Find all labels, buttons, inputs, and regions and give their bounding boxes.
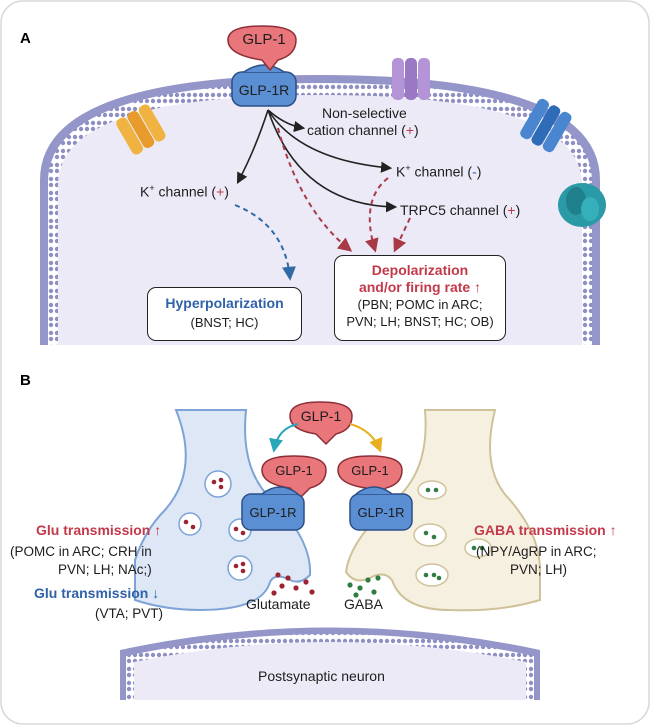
k-channel-plus-label: K+ channel (+) xyxy=(140,183,229,200)
hyperpolarization-regions: (BNST; HC) xyxy=(190,315,259,330)
glp1r-label-right: GLP-1R xyxy=(357,505,405,520)
hyperpolarization-title: Hyperpolarization xyxy=(165,295,284,311)
postsynaptic-membrane xyxy=(120,627,540,700)
depolarization-title-1: Depolarization xyxy=(371,262,469,278)
glp1-ligand-left xyxy=(261,455,327,500)
glu-down-line1: (VTA; PVT) xyxy=(95,606,164,621)
depolarization-arrows xyxy=(277,127,411,253)
glp1r-label-a: GLP-1R xyxy=(238,82,290,98)
trpc5-channel-label: TRPC5 channel (+) xyxy=(400,202,521,218)
glp1r-receptor-left xyxy=(241,486,305,531)
orange-ion-channel xyxy=(116,104,166,155)
hyperpolarization-arrow xyxy=(234,204,296,281)
depolarization-regions-1: (PBN; POMC in ARC; xyxy=(357,297,483,312)
depolarization-title-2: and/or firing rate ↑ xyxy=(358,279,482,295)
glp1-label-a: GLP-1 xyxy=(242,31,286,48)
glp1-ligand-right xyxy=(337,455,403,500)
panel-a-label: A xyxy=(20,30,31,47)
glu-up-line1: (POMC in ARC; CRH in xyxy=(10,544,152,559)
glp1r-receptor-a xyxy=(231,64,297,107)
hyperpolarization-box: Hyperpolarization (BNST; HC) xyxy=(147,287,302,341)
k-channel-minus-label: K+ channel (-) xyxy=(396,163,482,180)
released-gaba xyxy=(347,575,381,598)
glu-down-title: Glu transmission ↓ xyxy=(34,585,160,601)
gaba-up-line1: (NPY/AgRP in ARC; xyxy=(476,544,597,559)
panel-b-label: B xyxy=(20,372,31,389)
postsynaptic-label: Postsynaptic neuron xyxy=(258,668,385,684)
gaba-up-line2: PVN; LH) xyxy=(510,562,568,577)
depolarization-regions-2: PVN; LH; BNST; HC; OB) xyxy=(346,314,494,329)
purple-ion-channel xyxy=(392,58,430,100)
trpc5-channel-icon xyxy=(558,183,606,227)
glutamate-molecules-in-vesicles xyxy=(183,477,246,574)
depolarization-box: Depolarization and/or firing rate ↑ (PBN… xyxy=(334,255,506,341)
released-glutamate xyxy=(271,572,315,596)
signal-arrows xyxy=(236,109,398,213)
glp1-label-right: GLP-1 xyxy=(351,463,389,478)
blue-ion-channel xyxy=(520,98,572,153)
glp1r-label-left: GLP-1R xyxy=(249,505,297,520)
glp1-ligand-a xyxy=(227,25,297,72)
glp1r-receptor-right xyxy=(349,486,413,531)
glp1-label-left: GLP-1 xyxy=(275,463,313,478)
glu-up-line2: PVN; LH; NAc;) xyxy=(58,562,152,577)
glp1-label-center: GLP-1 xyxy=(300,408,342,424)
glu-up-title: Glu transmission ↑ xyxy=(36,522,162,538)
gaba-molecules-in-vesicles xyxy=(423,487,485,581)
gaba-up-title: GABA transmission ↑ xyxy=(474,522,617,538)
gaba-label: GABA xyxy=(344,596,383,612)
glp1-ligand-center xyxy=(289,401,353,446)
nonselective-line2: cation channel (+) xyxy=(307,122,419,138)
arrow-to-right-neuron xyxy=(349,423,383,453)
glutamate-vesicles xyxy=(178,470,253,581)
glutamate-label: Glutamate xyxy=(246,596,311,612)
nonselective-line1: Non-selective xyxy=(322,105,407,121)
arrow-to-left-neuron xyxy=(269,423,299,453)
